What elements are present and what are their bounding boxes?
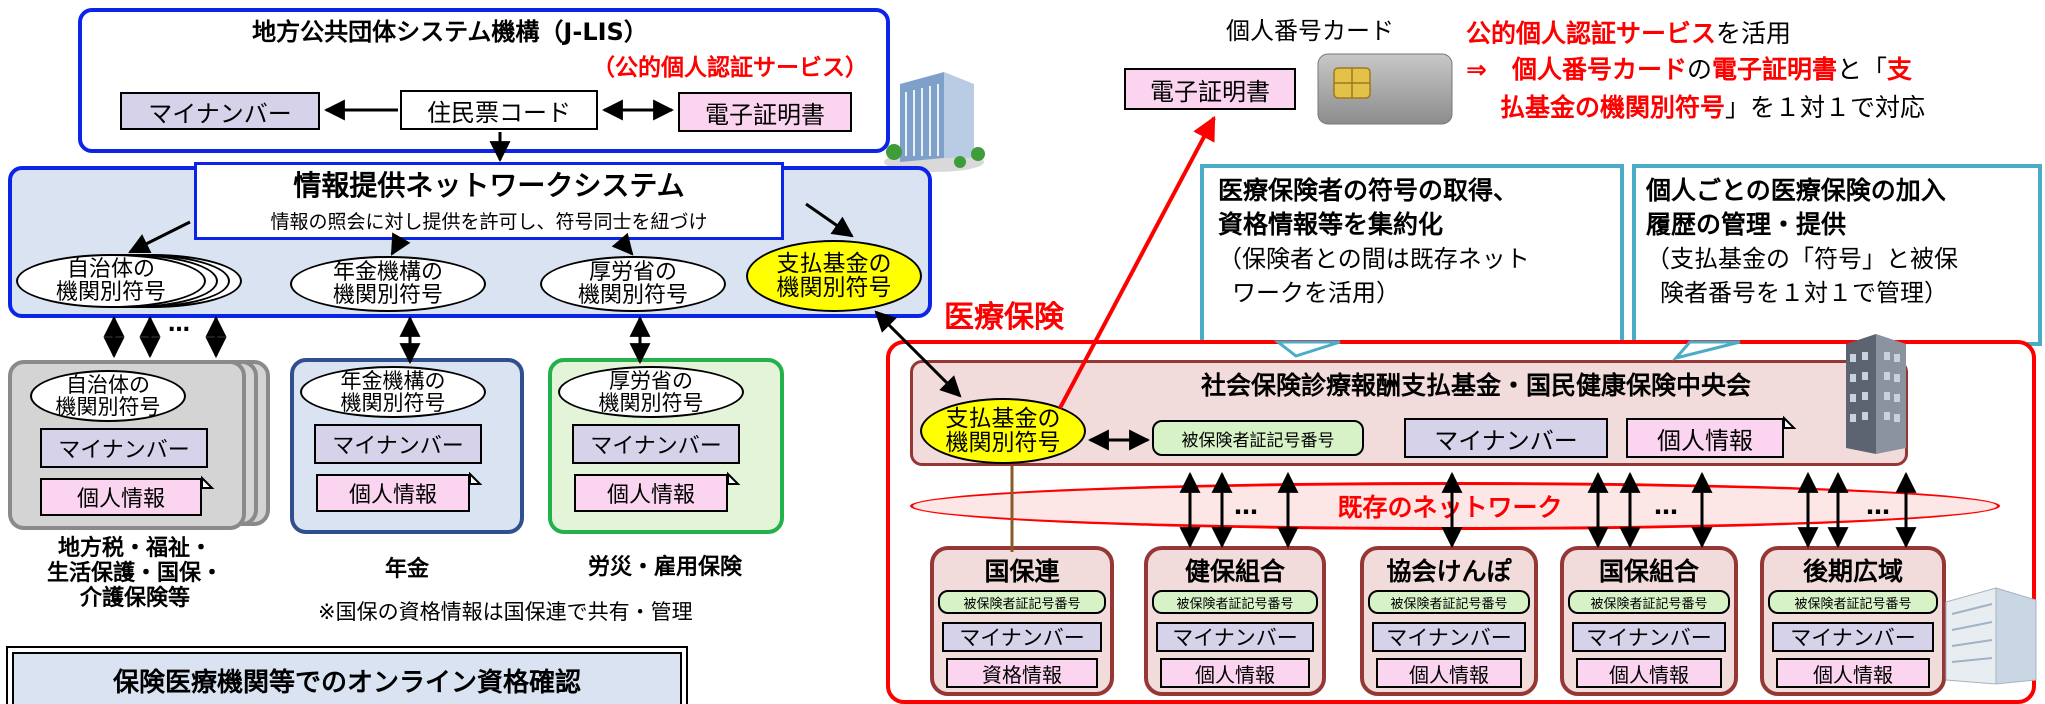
nenkin-org-mynumber: マイナンバー <box>314 424 482 464</box>
koroshou-org-info: 個人情報 <box>574 474 728 512</box>
network-code-nenkin: 年金機構の 機関別符号 <box>290 256 486 312</box>
insurer-mynumber: マイナンバー <box>1772 622 1934 652</box>
callout-right: 個人ごとの医療保険の加入 履歴の管理・提供 （支払基金の「符号」と被保 険者番号… <box>1632 164 2042 346</box>
insurer-name: 国保組合 <box>1598 557 1699 586</box>
insurer-mynumber: マイナンバー <box>1572 622 1726 652</box>
card-cert: 電子証明書 <box>1124 68 1296 110</box>
network-dots: … <box>168 312 190 337</box>
card-label: 個人番号カード <box>1226 16 1394 45</box>
jichitai-org-code: 自治体の 機関別符号 <box>30 370 186 422</box>
existing-network-label: 既存のネットワーク <box>1337 493 1563 522</box>
insurer-insured-no: 被保険者証記号番号 <box>1568 590 1730 614</box>
building-light-icon <box>1936 580 2042 690</box>
network-dots-3: … <box>1866 492 1890 520</box>
jpki-note-line2: ⇒ 個人番号カードの電子証明書と「支 <box>1466 55 1913 84</box>
jichitai-org-info: 個人情報 <box>40 478 202 516</box>
insurer-mynumber: マイナンバー <box>1156 622 1314 652</box>
nenkin-org-code: 年金機構の 機関別符号 <box>300 366 486 418</box>
network-caption: 情報の照会に対し提供を許可し、符号同士を紐づけ <box>270 210 708 233</box>
central-org-code: 支払基金の 機関別符号 <box>920 398 1086 464</box>
central-org-title: 社会保険診療報酬支払基金・国民健康保険中央会 <box>1200 371 1751 400</box>
insurer-name: 健保組合 <box>1184 557 1285 586</box>
network-code-shiharai: 支払基金の 機関別符号 <box>746 240 922 312</box>
central-org-info: 個人情報 <box>1626 418 1784 458</box>
insurer-insured-no: 被保険者証記号番号 <box>1368 590 1530 614</box>
building-dark-icon <box>1840 330 1910 460</box>
jichitai-org-label: 地方税・福祉・ 生活保護・国保・ 介護保険等 <box>46 536 223 612</box>
insurer-name: 協会けんぽ <box>1386 557 1512 586</box>
insurer-mynumber: マイナンバー <box>1372 622 1526 652</box>
insurer-info: 個人情報 <box>1160 658 1310 688</box>
card-chip-icon <box>1316 52 1454 126</box>
jpki-note-line1: 公的個人認証サービスを活用 <box>1466 19 1792 48</box>
central-org-mynumber: マイナンバー <box>1404 418 1608 458</box>
jlis-title: 地方公共団体システム機構（J-LIS） <box>252 17 648 46</box>
insurer-info: 個人情報 <box>1576 658 1722 688</box>
network-code-koroshou: 厚労省の 機関別符号 <box>540 256 726 312</box>
network-code-jichitai: 自治体の 機関別符号 <box>16 254 206 308</box>
nenkin-org-label: 年金 <box>384 557 429 582</box>
insurer-info: 個人情報 <box>1376 658 1522 688</box>
kokuho-note: ※国保の資格情報は国保連で共有・管理 <box>318 600 693 624</box>
network-title: 情報提供ネットワークシステム <box>293 169 685 202</box>
insurer-name: 後期広域 <box>1802 557 1903 586</box>
jlis-mynumber: マイナンバー <box>120 92 320 130</box>
nenkin-org-info: 個人情報 <box>316 474 470 512</box>
insurer-insured-no: 被保険者証記号番号 <box>938 590 1106 614</box>
insurer-name: 国保連 <box>984 557 1060 586</box>
insurer-mynumber: マイナンバー <box>942 622 1102 652</box>
network-dots-1: … <box>1234 492 1258 520</box>
jichitai-org-mynumber: マイナンバー <box>40 428 208 468</box>
jlis-juminhyo: 住民票コード <box>400 90 598 130</box>
koroshou-org-mynumber: マイナンバー <box>572 424 740 464</box>
insurer-insured-no: 被保険者証記号番号 <box>1152 590 1318 614</box>
building-icon <box>882 62 988 174</box>
jpki-note-line3: 払基金の機関別符号」を１対１で対応 <box>1500 93 1926 122</box>
central-org-insured-no: 被保険者証記号番号 <box>1152 420 1364 456</box>
insurer-info: 個人情報 <box>1776 658 1930 688</box>
jlis-cert: 電子証明書 <box>678 92 852 132</box>
online-check-title: 保険医療機関等でのオンライン資格確認 <box>12 652 682 704</box>
insurer-info: 資格情報 <box>946 658 1098 688</box>
insurer-insured-no: 被保険者証記号番号 <box>1768 590 1938 614</box>
network-dots-2: … <box>1654 492 1678 520</box>
medical-insurance-label: 医療保険 <box>944 300 1064 335</box>
callout-left: 医療保険者の符号の取得、 資格情報等を集約化 （保険者との間は既存ネット ワーク… <box>1200 164 1624 346</box>
jlis-subtitle: （公的個人認証サービス） <box>592 55 868 81</box>
koroshou-org-label: 労災・雇用保険 <box>587 555 742 580</box>
koroshou-org-code: 厚労省の 機関別符号 <box>558 366 744 418</box>
network-title-box <box>194 162 784 240</box>
